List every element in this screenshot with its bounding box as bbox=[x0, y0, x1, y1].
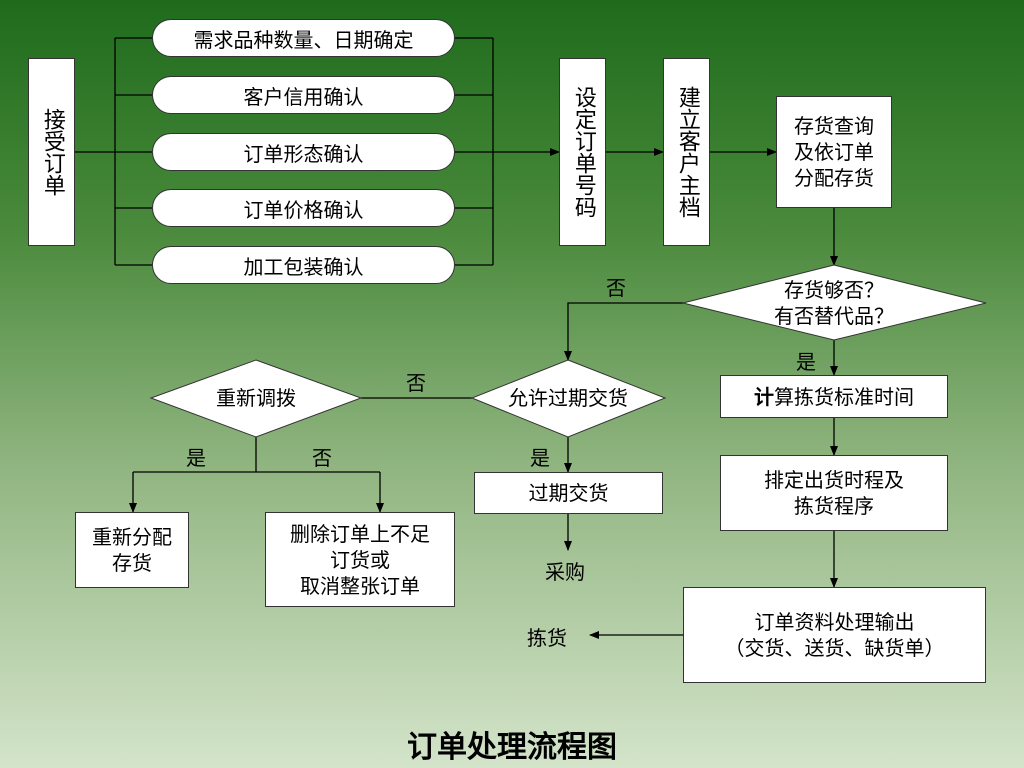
create-customer-master-box: 建立客户主档 bbox=[663, 58, 710, 246]
check-packaging-pill: 加工包装确认 bbox=[152, 246, 455, 284]
check-quantity-date-pill: 需求品种数量、日期确定 bbox=[152, 19, 455, 57]
stock-yes-label: 是 bbox=[796, 350, 816, 374]
calc-first-char: 计 bbox=[754, 384, 774, 409]
start-label: 接受订单 bbox=[39, 108, 65, 196]
delete-order-label: 删除订单上不足 订货或 取消整张订单 bbox=[290, 521, 430, 598]
check-order-type-pill: 订单形态确认 bbox=[152, 133, 455, 171]
reallocate-inventory-box: 重新分配 存货 bbox=[75, 512, 189, 588]
delete-order-box: 删除订单上不足 订货或 取消整张订单 bbox=[265, 512, 455, 607]
inventory-query-label: 存货查询 及依订单 分配存货 bbox=[794, 114, 874, 190]
calc-picking-time-box: 计算拣货标准时间 bbox=[720, 375, 948, 418]
purchase-label: 采购 bbox=[545, 560, 585, 584]
calc-rest-label: 算拣货标准时间 bbox=[774, 384, 914, 409]
check-label: 需求品种数量、日期确定 bbox=[193, 27, 414, 52]
reallocate-label: 重新分配 存货 bbox=[92, 525, 172, 575]
realloc-yes-label: 是 bbox=[186, 446, 206, 470]
decision-realloc-label: 重新调拨 bbox=[216, 386, 296, 410]
decision-overdue-label: 允许过期交货 bbox=[508, 386, 628, 410]
check-price-pill: 订单价格确认 bbox=[152, 189, 455, 227]
create-customer-label: 建立客户主档 bbox=[674, 86, 700, 218]
set-order-number-box: 设定订单号码 bbox=[559, 58, 606, 246]
page-title: 订单处理流程图 bbox=[407, 730, 617, 765]
inventory-query-box: 存货查询 及依订单 分配存货 bbox=[776, 96, 892, 208]
overdue-delivery-label: 过期交货 bbox=[528, 481, 609, 505]
set-order-number-label: 设定订单号码 bbox=[570, 86, 596, 218]
check-label: 订单价格确认 bbox=[243, 197, 364, 222]
overdue-no-label: 否 bbox=[406, 371, 426, 395]
overdue-yes-label: 是 bbox=[530, 446, 550, 470]
stock-no-label: 否 bbox=[606, 276, 626, 300]
decision-stock-label: 存货够否？ 有否替代品？ bbox=[774, 278, 894, 328]
realloc-no-label: 否 bbox=[312, 446, 332, 470]
check-label: 加工包装确认 bbox=[243, 254, 364, 279]
decision-overdue-diamond bbox=[470, 359, 667, 438]
picking-label: 拣货 bbox=[527, 626, 567, 650]
output-label: 订单资料处理输出 （交货、送货、缺货单） bbox=[724, 610, 945, 660]
check-credit-pill: 客户信用确认 bbox=[152, 76, 455, 114]
decision-stock-diamond bbox=[682, 264, 987, 341]
schedule-shipping-box: 排定出货时程及 拣货程序 bbox=[720, 455, 948, 531]
check-label: 订单形态确认 bbox=[243, 141, 364, 166]
check-label: 客户信用确认 bbox=[243, 84, 364, 109]
decision-realloc-diamond bbox=[149, 359, 363, 438]
schedule-label: 排定出货时程及 拣货程序 bbox=[764, 468, 904, 518]
overdue-delivery-box: 过期交货 bbox=[474, 472, 663, 514]
start-receive-order-box: 接受订单 bbox=[28, 58, 75, 246]
order-output-box: 订单资料处理输出 （交货、送货、缺货单） bbox=[683, 587, 986, 683]
